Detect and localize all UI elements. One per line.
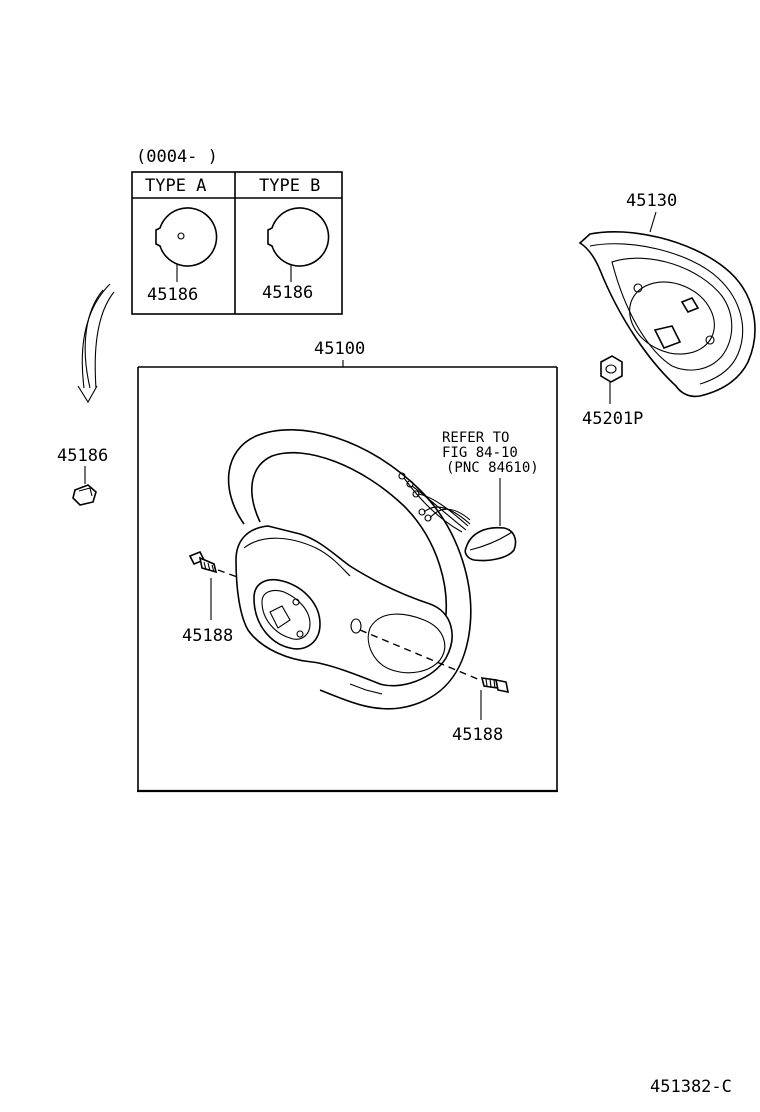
cap-type-a-drawing: [155, 207, 218, 282]
part-number-pad-assy: 45130: [626, 191, 677, 211]
refer-note-line3: (PNC 84610): [446, 460, 539, 476]
inset-frame: [131, 171, 343, 315]
part-number-cap-type-a: 45186: [147, 285, 198, 305]
screw-left-drawing: [188, 550, 218, 574]
cap-clip-drawing: [72, 484, 97, 506]
screw-right-drawing: [480, 677, 510, 694]
pad-assy-drawing: [578, 231, 756, 398]
type-b-label: TYPE B: [259, 176, 320, 196]
part-number-steering-wheel: 45100: [314, 339, 365, 359]
refer-note-line2: FIG 84-10: [442, 445, 518, 461]
part-number-cap-loose: 45186: [57, 446, 108, 466]
figure-code: 451382-C: [650, 1077, 732, 1097]
part-number-screw-left: 45188: [182, 626, 233, 646]
cap-type-b-drawing: [267, 207, 330, 282]
main-frame: [137, 366, 558, 793]
part-number-cap-type-b: 45186: [262, 283, 313, 303]
cap-type-inset: (0004- ) TYPE A TYPE B 45186 45186: [131, 147, 343, 315]
curved-arrow-icon: [77, 283, 115, 404]
wire-harness-drawing: [398, 472, 517, 562]
type-a-label: TYPE A: [145, 176, 206, 196]
nut-drawing: [600, 355, 623, 383]
part-number-nut: 45201P: [582, 409, 643, 429]
part-number-screw-right: 45188: [452, 725, 503, 745]
refer-note-line1: REFER TO: [442, 430, 509, 446]
date-range-label: (0004- ): [136, 147, 218, 167]
steering-wheel-drawing: [227, 429, 472, 710]
